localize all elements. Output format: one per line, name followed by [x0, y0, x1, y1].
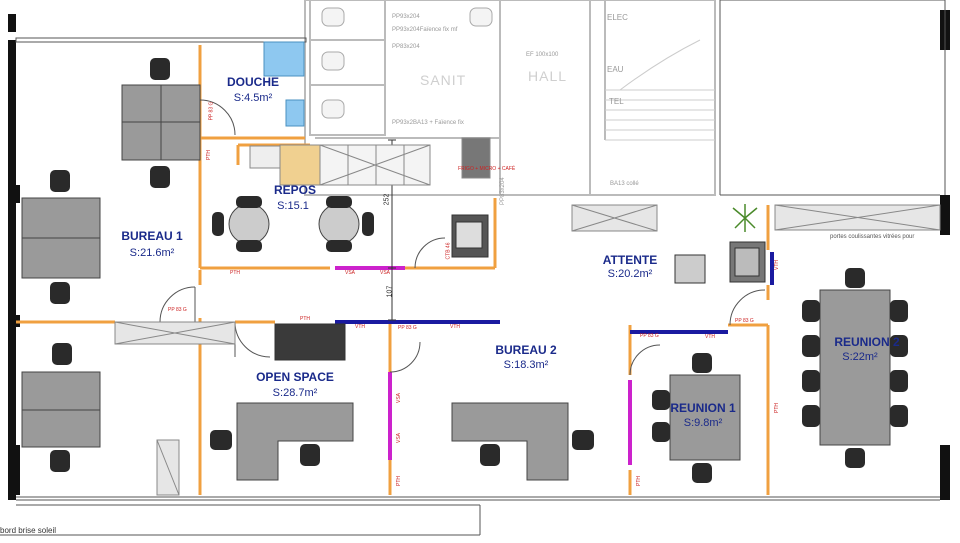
room-name-bureau-1: BUREAU 1 [121, 229, 183, 243]
label-eau: EAU [607, 65, 624, 74]
label-tel: TEL [609, 97, 624, 106]
room-area-douche: S:4.5m² [233, 92, 273, 104]
label-pp93-ba13: PP93x2BA13 + Faïence fix [392, 120, 464, 126]
label-pp83-1: PP 83 G [168, 307, 187, 313]
label-elec: ELEC [607, 13, 628, 22]
label-pp93-1: PP93x204 [392, 14, 420, 20]
label-ppd: PP83x204 [500, 177, 506, 205]
desks [21, 84, 569, 481]
room-name-reunion-1: REUNION 1 [670, 401, 736, 415]
label-pth-4: PTH [396, 476, 402, 486]
round-tables [228, 203, 360, 245]
room-name-douche: DOUCHE [226, 75, 280, 89]
dimension-107: 107 [386, 285, 394, 298]
label-pth-3: PTH [300, 316, 310, 322]
exterior-outline [0, 0, 946, 536]
dimension-252: 252 [383, 193, 391, 206]
label-vth-2: VTH [450, 324, 460, 330]
label-pp83-2: PP 83 G [398, 325, 417, 331]
label-vsa-3: VSA [396, 392, 403, 404]
label-sanit: SANIT [420, 72, 467, 88]
label-ctb: CTB 46 [445, 242, 452, 260]
label-vsa-4: VSA [396, 432, 403, 444]
chairs [50, 58, 908, 483]
kitchen-counter [279, 137, 491, 186]
room-name-reunion-2: REUNION 2 [834, 335, 900, 349]
cabinets [114, 204, 941, 496]
room-name-attente: ATTENTE [602, 253, 658, 267]
label-pp83-3: PP 83 G [640, 333, 659, 339]
caption-brise-soleil: bord brise soleil [0, 526, 57, 535]
room-area-repos: S:15.1 [277, 200, 309, 212]
room-area-reunion-1: S:9.8m² [683, 417, 723, 429]
room-area-reunion-2: S:22m² [842, 351, 878, 363]
stair [605, 39, 715, 141]
label-pp83: PP83x204 [392, 44, 420, 50]
annotation-portes: portes coulissantes vitrées pour [830, 234, 915, 240]
label-ba13: BA13 collé [610, 181, 639, 187]
room-area-bureau-1: S:21.6m² [129, 247, 175, 259]
label-pp83-4: PP 83 G [735, 318, 754, 324]
label-pth-5: PTH [636, 476, 642, 486]
meeting-tables [669, 289, 891, 461]
room-name-repos: REPOS [273, 183, 317, 197]
room-area-attente: S:20.2m² [607, 268, 653, 280]
label-vth-1: VTH [355, 324, 365, 330]
room-area-bureau-2: S:18.3m² [503, 359, 549, 371]
label-vth-4: VTH [774, 260, 780, 270]
room-area-open-space: S:28.7m² [272, 387, 318, 399]
label-pth-6: PTH [774, 403, 780, 413]
label-ef: EF 100x100 [526, 52, 559, 58]
wc-fixtures [321, 7, 493, 119]
partitions [16, 45, 770, 495]
label-pth-1: PTH [206, 150, 212, 160]
label-faience: PP93x204Faïence fix mf [392, 27, 458, 33]
sofas [274, 214, 766, 361]
room-name-bureau-2: BUREAU 2 [495, 343, 557, 357]
label-hall: HALL [528, 68, 568, 84]
label-pth-2: PTH [230, 270, 240, 276]
annotation-frigo: FRIGO + MICRO + CAFÉ [458, 166, 516, 172]
label-pp83-5: PP 83 G [208, 101, 215, 121]
plant-icon [732, 204, 758, 232]
room-name-open-space: OPEN SPACE [256, 370, 334, 384]
label-vsa-2: VSA [380, 270, 391, 276]
douche-fixtures [249, 41, 305, 169]
label-vsa-1: VSA [345, 270, 356, 276]
label-vth-3: VTH [705, 334, 715, 340]
